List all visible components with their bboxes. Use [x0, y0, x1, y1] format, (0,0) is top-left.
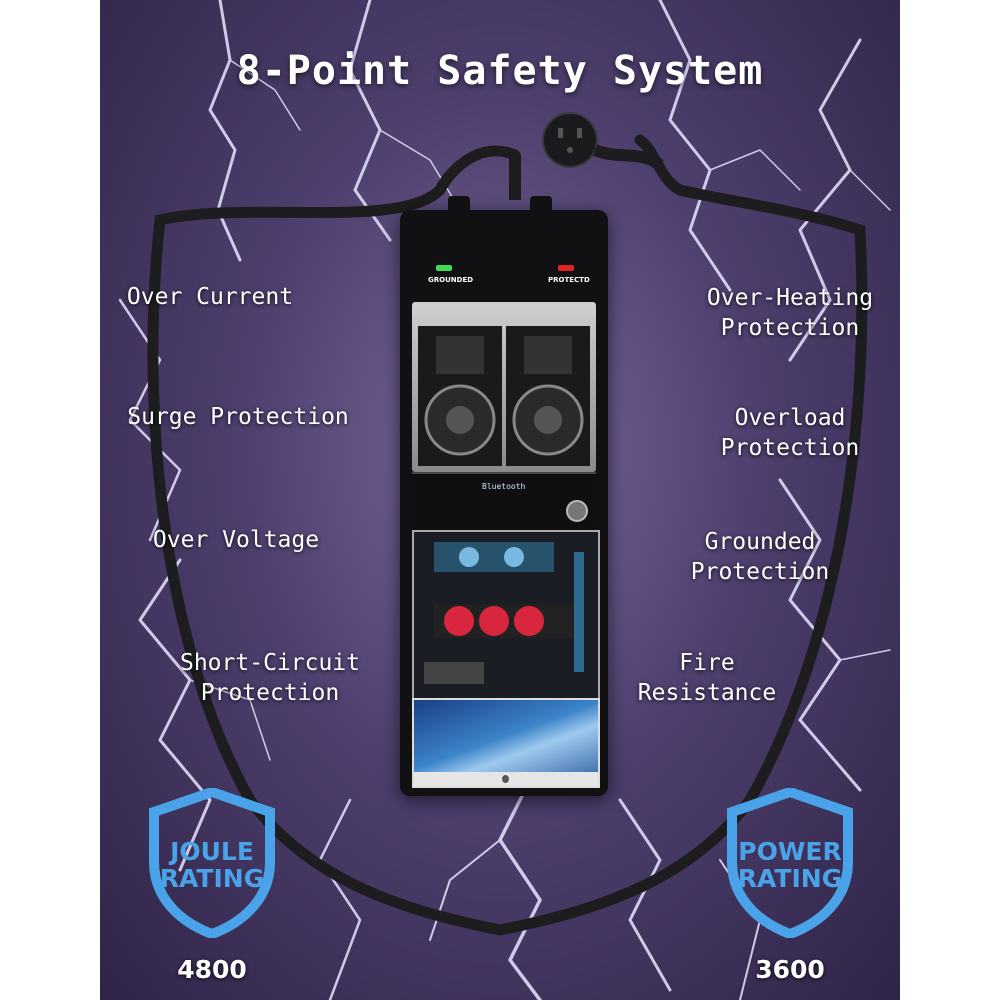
- power-shield-icon: [727, 788, 853, 938]
- volume-knob-icon: [566, 500, 588, 522]
- mount-tab: [530, 196, 552, 214]
- mount-tab: [448, 196, 470, 214]
- feature-label: Fire: [679, 650, 735, 676]
- feature-label: Protection: [720, 435, 860, 461]
- page-title: 8-Point Safety System: [236, 48, 764, 94]
- feature-label: Short-Circuit: [179, 650, 360, 676]
- feature-grounded: Grounded Protection: [660, 527, 860, 587]
- joule-label-line1: JOULE: [170, 837, 254, 866]
- feature-over-heating: Over-Heating Protection: [680, 283, 900, 343]
- background-panel: [100, 0, 900, 1000]
- grounded-led-label: GROUNDED: [428, 276, 474, 284]
- power-strip: GROUNDED PROTECTD Bluetooth: [400, 196, 608, 796]
- feature-label: Protection: [200, 680, 340, 706]
- protected-led-label: PROTECTD: [548, 276, 590, 284]
- feature-label: Surge Protection: [127, 404, 349, 430]
- feature-label: Over Current: [126, 284, 294, 310]
- joule-label-line2: RATING: [159, 864, 265, 893]
- feature-label: Resistance: [637, 680, 777, 706]
- power-rating-value: 3600: [755, 955, 825, 984]
- feature-label: Over Voltage: [152, 527, 320, 553]
- receiver-image: Bluetooth: [412, 472, 596, 530]
- power-label-line2: RATING: [737, 864, 843, 893]
- feature-label: Overload: [734, 405, 846, 431]
- joule-rating-value: 4800: [177, 955, 247, 984]
- feature-overload: Overload Protection: [690, 403, 890, 463]
- joule-shield-icon: [149, 788, 275, 938]
- receiver-display: Bluetooth: [482, 482, 526, 491]
- feature-label: Grounded: [704, 529, 816, 555]
- feature-fire-resistance: Fire Resistance: [612, 648, 802, 708]
- plug-icon: [542, 112, 664, 171]
- feature-over-voltage: Over Voltage: [136, 525, 336, 555]
- feature-label: Protection: [690, 559, 830, 585]
- speakers-image: [412, 302, 596, 472]
- gaming-pc-image: [412, 530, 600, 700]
- feature-over-current: Over Current: [110, 282, 310, 312]
- feature-short-circuit: Short-Circuit Protection: [160, 648, 380, 708]
- red-led-icon: [558, 265, 574, 271]
- feature-surge-protection: Surge Protection: [108, 402, 368, 432]
- feature-label: Protection: [720, 315, 860, 341]
- feature-label: Over-Heating: [706, 285, 874, 311]
- lightning-background: [118, 0, 891, 1000]
- apple-logo-icon: [502, 775, 509, 783]
- power-rating-label: POWER RATING: [724, 838, 856, 892]
- power-label-line1: POWER: [738, 837, 842, 866]
- monitor-image: [412, 698, 600, 788]
- green-led-icon: [436, 265, 452, 271]
- joule-rating-label: JOULE RATING: [146, 838, 278, 892]
